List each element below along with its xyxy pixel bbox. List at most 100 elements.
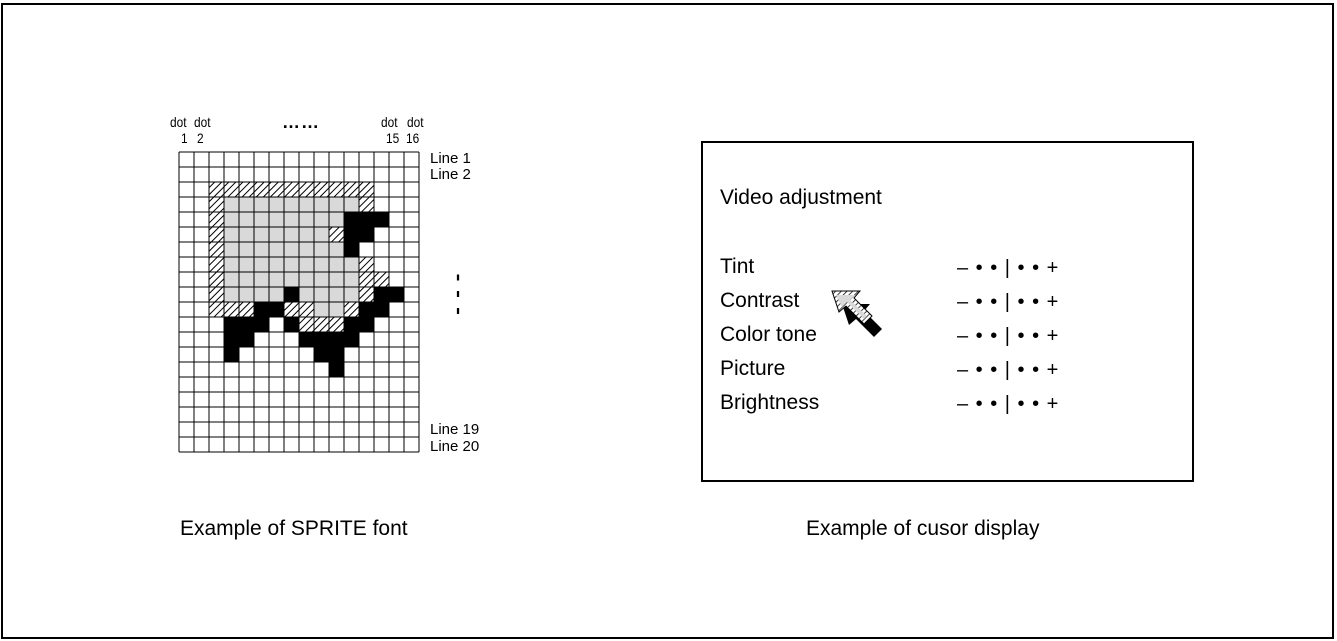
sprite-cell-light <box>224 242 239 257</box>
scale-tint[interactable]: – • • | • • + <box>957 257 1060 279</box>
sprite-cell-light <box>269 227 284 242</box>
sprite-cell-black <box>314 332 329 347</box>
sprite-cell-black <box>344 242 359 257</box>
sprite-cell-light <box>329 197 344 212</box>
sprite-cell-light <box>314 302 329 317</box>
sprite-cell-hatched <box>209 242 224 257</box>
sprite-cell-light <box>284 272 299 287</box>
sprite-cell-light <box>329 242 344 257</box>
sprite-cell-light <box>224 227 239 242</box>
sprite-cell-light <box>254 212 269 227</box>
sprite-cell-black <box>254 317 269 332</box>
sprite-cell-light <box>314 227 329 242</box>
sprite-cell-black <box>329 362 344 377</box>
sprite-cell-hatched <box>344 182 359 197</box>
sprite-cell-black <box>224 347 239 362</box>
sprite-cell-black <box>344 317 359 332</box>
sprite-gridlines <box>178 151 420 453</box>
sprite-cell-hatched <box>209 197 224 212</box>
sprite-cell-light <box>224 287 239 302</box>
sprite-cell-light <box>344 197 359 212</box>
sprite-cell-black <box>359 302 374 317</box>
sprite-cell-hatched <box>254 182 269 197</box>
dot-header-16: dot <box>407 114 424 130</box>
scale-brightness[interactable]: – • • | • • + <box>957 393 1060 415</box>
menu-item-contrast[interactable]: Contrast <box>720 289 800 312</box>
sprite-cell-light <box>284 212 299 227</box>
sprite-cell-light <box>329 212 344 227</box>
sprite-cell-light <box>224 272 239 287</box>
line-label-2: Line 2 <box>430 166 471 183</box>
sprite-cell-hatched <box>329 182 344 197</box>
sprite-cell-hatched <box>224 182 239 197</box>
sprite-cell-black <box>359 227 374 242</box>
sprite-cell-black <box>239 317 254 332</box>
sprite-cell-black <box>359 317 374 332</box>
sprite-cell-light <box>224 197 239 212</box>
sprite-cells <box>209 182 404 377</box>
sprite-cell-hatched <box>314 317 329 332</box>
sprite-cell-light <box>299 257 314 272</box>
scale-contrast[interactable]: – • • | • • + <box>957 291 1060 313</box>
sprite-cell-hatched <box>209 227 224 242</box>
sprite-cell-hatched <box>299 317 314 332</box>
sprite-cell-black <box>344 212 359 227</box>
sprite-cell-light <box>254 272 269 287</box>
sprite-cell-light <box>344 272 359 287</box>
sprite-cell-light <box>299 197 314 212</box>
sprite-cell-black <box>299 332 314 347</box>
sprite-cell-light <box>269 287 284 302</box>
dot-header-15: dot <box>381 114 398 130</box>
sprite-cell-black <box>314 347 329 362</box>
sprite-cell-light <box>269 257 284 272</box>
sprite-cell-light <box>314 287 329 302</box>
scale-picture[interactable]: – • • | • • + <box>957 359 1060 381</box>
sprite-cell-black <box>284 287 299 302</box>
sprite-cell-black <box>239 332 254 347</box>
sprite-cell-light <box>224 212 239 227</box>
sprite-cell-black <box>359 212 374 227</box>
vertical-ellipsis: ⋮ <box>447 265 469 321</box>
sprite-cell-hatched <box>299 182 314 197</box>
sprite-cell-black <box>344 332 359 347</box>
menu-item-brightness[interactable]: Brightness <box>720 391 820 414</box>
menu-item-picture[interactable]: Picture <box>720 357 786 380</box>
menu-item-tint[interactable]: Tint <box>720 255 755 278</box>
menu-item-color-tone[interactable]: Color tone <box>720 323 817 346</box>
sprite-cell-light <box>239 212 254 227</box>
sprite-cell-light <box>299 227 314 242</box>
arrow-cursor-icon <box>831 290 882 337</box>
sprite-cell-light <box>254 227 269 242</box>
dot-number-15: 15 <box>386 130 400 146</box>
sprite-cell-black <box>344 227 359 242</box>
sprite-cell-black <box>329 347 344 362</box>
sprite-cell-black <box>224 332 239 347</box>
dot-header-1: dot <box>170 114 187 130</box>
sprite-cell-light <box>284 257 299 272</box>
sprite-cell-light <box>269 197 284 212</box>
sprite-cell-hatched <box>299 302 314 317</box>
sprite-cell-light <box>284 227 299 242</box>
scale-color-tone[interactable]: – • • | • • + <box>957 325 1060 347</box>
sprite-cell-black <box>374 287 389 302</box>
dot-number-2: 2 <box>197 130 204 146</box>
sprite-cell-hatched <box>314 182 329 197</box>
sprite-cell-hatched <box>359 272 374 287</box>
sprite-cell-light <box>314 242 329 257</box>
line-label-19: Line 19 <box>430 421 480 438</box>
sprite-cell-light <box>329 257 344 272</box>
sprite-cell-light <box>254 257 269 272</box>
sprite-caption: Example of SPRITE font <box>180 517 408 540</box>
cursor-caption: Example of cusor display <box>806 517 1040 540</box>
sprite-cell-hatched <box>209 257 224 272</box>
sprite-cell-light <box>314 212 329 227</box>
sprite-cell-black <box>374 212 389 227</box>
sprite-cell-light <box>239 287 254 302</box>
sprite-cell-light <box>239 227 254 242</box>
sprite-cell-black <box>389 287 404 302</box>
sprite-cell-light <box>284 242 299 257</box>
sprite-cell-light <box>299 212 314 227</box>
sprite-cell-light <box>239 272 254 287</box>
sprite-cell-light <box>299 272 314 287</box>
sprite-cell-hatched <box>374 272 389 287</box>
